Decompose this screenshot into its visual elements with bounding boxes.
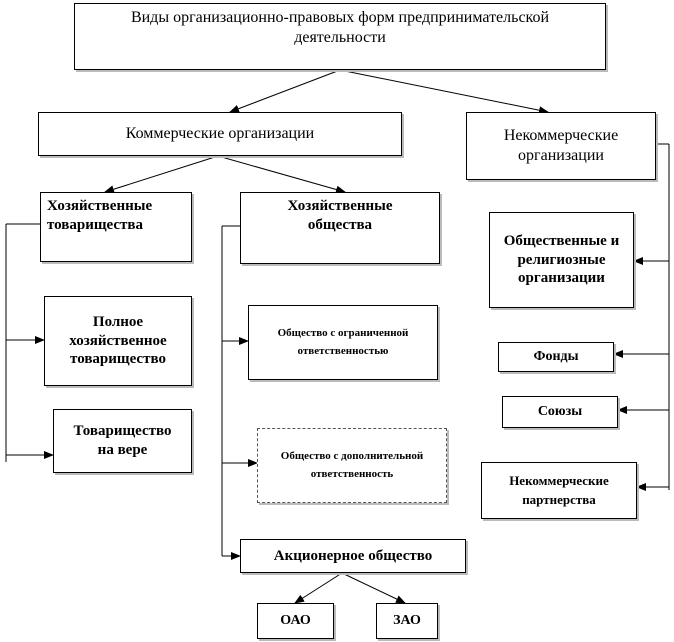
funds-box: Фонды [498,342,614,372]
arrow-commercial-to-societies [217,155,346,194]
religious-text: Общественные и религиозные организации [503,232,620,287]
zao-box: ЗАО [376,603,438,639]
societies-text: Хозяйственные общества [287,198,393,233]
np-partnerships-box: Некоммерческие партнерства [481,462,637,519]
zao-text: ЗАО [393,613,421,629]
llc-text: Общество с ограниченной ответственностью [277,327,409,357]
title-box: Виды организационно-правовых форм предпр… [74,3,606,70]
llc-box: Общество с ограниченной ответственностью [248,305,438,380]
religious-box: Общественные и религиозные организации [489,212,634,308]
noncommercial-box: Некоммерческие организации [466,112,656,180]
partnerships-text: Хозяйственные товарищества [47,198,153,233]
oao-text: ОАО [280,613,311,629]
full-partnership-box: Полное хозяйственное товарищество [44,296,192,386]
commercial-text: Коммерческие организации [125,125,315,142]
arrow-jsc-to-oao [294,572,343,604]
full-partnership-text: Полное хозяйственное товарищество [69,313,167,368]
np-partnerships-text: Некоммерческие партнерства [509,472,609,507]
funds-text: Фонды [533,349,579,365]
jsc-box: Акционерное общество [240,539,466,573]
noncommercial-text: Некоммерческие организации [503,127,619,164]
arrow-title-to-commercial [229,69,341,113]
alc-box: Общество с дополнительной ответственност… [257,428,447,503]
commercial-box: Коммерческие организации [38,112,402,156]
unions-box: Союзы [502,396,618,428]
title-text: Виды организационно-правовых форм предпр… [130,9,550,46]
alc-text: Общество с дополнительной ответственност… [280,450,424,480]
oao-box: ОАО [257,603,334,639]
unions-text: Союзы [537,404,583,420]
jsc-text: Акционерное общество [273,547,433,564]
limited-partnership-text: Товарищество на вере [73,423,172,458]
societies-box: Хозяйственные общества [240,192,440,264]
arrow-commercial-to-partnerships [104,155,219,194]
arrow-jsc-to-zao [341,572,406,604]
arrow-title-to-noncommercial [339,69,549,115]
partnerships-box: Хозяйственные товарищества [40,192,192,262]
limited-partnership-box: Товарищество на вере [53,409,192,473]
